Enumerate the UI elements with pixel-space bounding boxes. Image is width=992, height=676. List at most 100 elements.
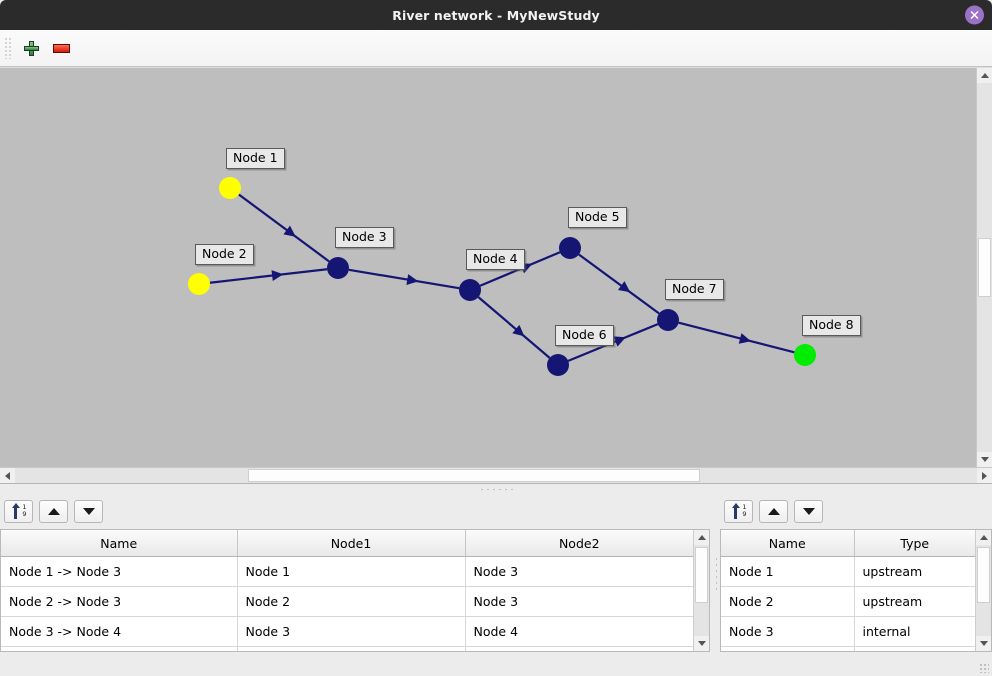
network-graph-pane[interactable]: Node 1 Node 2 Node 3 Node 4 Node 5 Node 6 Node… [0,67,992,467]
graph-horizontal-scrollbar[interactable] [0,467,992,483]
graph-node-label[interactable]: Node 3 [335,227,394,248]
vertical-splitter[interactable] [710,493,720,652]
table-cell[interactable]: upstream [854,557,975,587]
triangle-down-icon [803,508,815,515]
nodes-vscroll-track[interactable] [976,545,991,636]
graph-hscroll-track[interactable] [15,468,977,483]
table-cell[interactable]: upstream [854,587,975,617]
nodes-col-type[interactable]: Type [854,530,975,557]
nodes-sort-button[interactable]: 19 [724,500,753,523]
graph-edge[interactable] [349,270,459,288]
table-row[interactable]: Node 1 -> Node 3Node 1Node 3 [1,557,693,587]
reaches-move-up-button[interactable] [39,500,68,523]
reaches-sort-button[interactable]: 19 [4,500,33,523]
table-row[interactable]: Node 1upstream [721,557,975,587]
nodes-toolbar: 19 [720,493,992,529]
graph-node-node-1[interactable] [219,177,241,199]
table-cell[interactable]: Node 3 [721,617,854,647]
reaches-vscroll-thumb[interactable] [695,547,708,603]
triangle-up-icon [698,535,706,540]
reaches-table-scrollarea: Name Node1 Node2 Node 1 -> Node 3Node 1N… [1,530,693,651]
graph-node-label[interactable]: Node 5 [568,207,627,228]
table-cell[interactable]: Node 1 [237,557,465,587]
graph-vscroll-thumb[interactable] [978,238,991,297]
horizontal-splitter[interactable] [0,483,992,493]
nodes-scroll-up-button[interactable] [976,530,991,545]
reaches-col-node1[interactable]: Node1 [237,530,465,557]
toolbar-grip[interactable] [4,37,12,59]
close-button[interactable] [965,6,984,25]
table-cell[interactable]: Node 4 [465,617,693,647]
graph-hscroll-thumb[interactable] [248,469,700,482]
reaches-col-node2[interactable]: Node2 [465,530,693,557]
graph-node-label[interactable]: Node 1 [226,148,285,169]
reaches-vertical-scrollbar[interactable] [693,530,709,651]
table-cell[interactable]: Node 3 [237,617,465,647]
graph-scroll-left-button[interactable] [0,468,15,483]
graph-node-node-5[interactable] [559,237,581,259]
reaches-move-down-button[interactable] [74,500,103,523]
graph-edge[interactable] [478,297,549,358]
graph-node-label[interactable]: Node 6 [555,325,614,346]
graph-node-label[interactable]: Node 7 [665,279,724,300]
graph-node-node-8[interactable] [794,344,816,366]
nodes-scroll-down-button[interactable] [976,636,991,651]
nodes-panel: 19 Name Type [720,493,992,652]
nodes-col-name[interactable]: Name [721,530,854,557]
vertical-splitter-grip [714,556,717,590]
triangle-up-icon [980,535,988,540]
graph-node-node-3[interactable] [327,257,349,279]
plus-icon [24,41,39,56]
nodes-header-row: Name Type [721,530,975,557]
table-cell[interactable]: Node 2 [237,587,465,617]
table-cell[interactable]: Node 1 -> Node 3 [1,557,237,587]
graph-vscroll-track[interactable] [977,83,992,452]
graph-node-node-4[interactable] [459,279,481,301]
nodes-vscroll-thumb[interactable] [977,547,990,603]
graph-node-node-2[interactable] [188,273,210,295]
graph-vertical-scrollbar[interactable] [976,68,992,467]
table-cell[interactable]: Node 3 [465,557,693,587]
table-row[interactable]: Node 3internal [721,617,975,647]
graph-scroll-right-button[interactable] [977,468,992,483]
reaches-table-container: Name Node1 Node2 Node 1 -> Node 3Node 1N… [0,529,710,652]
status-bar [0,652,992,676]
table-row[interactable]: Node 2 -> Node 3Node 2Node 3 [1,587,693,617]
graph-node-label[interactable]: Node 8 [802,315,861,336]
triangle-down-icon [698,641,706,646]
table-cell[interactable]: Node 3 -> Node 4 [1,617,237,647]
reaches-vscroll-track[interactable] [694,545,709,636]
triangle-up-icon [48,508,60,515]
graph-scroll-up-button[interactable] [977,68,992,83]
nodes-vertical-scrollbar[interactable] [975,530,991,651]
graph-node-node-6[interactable] [547,354,569,376]
graph-edge[interactable] [579,255,659,314]
nodes-move-up-button[interactable] [759,500,788,523]
graph-edge-arrow [618,281,630,292]
table-cell[interactable]: Node 2 [721,587,854,617]
nodes-move-down-button[interactable] [794,500,823,523]
table-row[interactable]: Node 2upstream [721,587,975,617]
reaches-scroll-down-button[interactable] [694,636,709,651]
reaches-toolbar: 19 [0,493,710,529]
graph-edge[interactable] [210,269,327,282]
graph-node-label[interactable]: Node 4 [466,249,525,270]
main-toolbar [0,30,992,67]
graph-node-node-7[interactable] [657,309,679,331]
remove-node-button[interactable] [46,33,76,63]
add-node-button[interactable] [16,33,46,63]
table-cell[interactable]: Node 1 [721,557,854,587]
window-resize-grip[interactable] [979,663,989,673]
graph-scroll-down-button[interactable] [977,452,992,467]
table-cell[interactable]: internal [854,617,975,647]
table-cell[interactable]: Node 3 [465,587,693,617]
graph-edge[interactable] [679,323,795,353]
reaches-scroll-up-button[interactable] [694,530,709,545]
triangle-down-icon [981,457,989,462]
window-title: River network - MyNewStudy [392,8,600,23]
table-row[interactable]: Node 3 -> Node 4Node 3Node 4 [1,617,693,647]
graph-node-label[interactable]: Node 2 [195,244,254,265]
reaches-col-name[interactable]: Name [1,530,237,557]
table-cell[interactable]: Node 2 -> Node 3 [1,587,237,617]
